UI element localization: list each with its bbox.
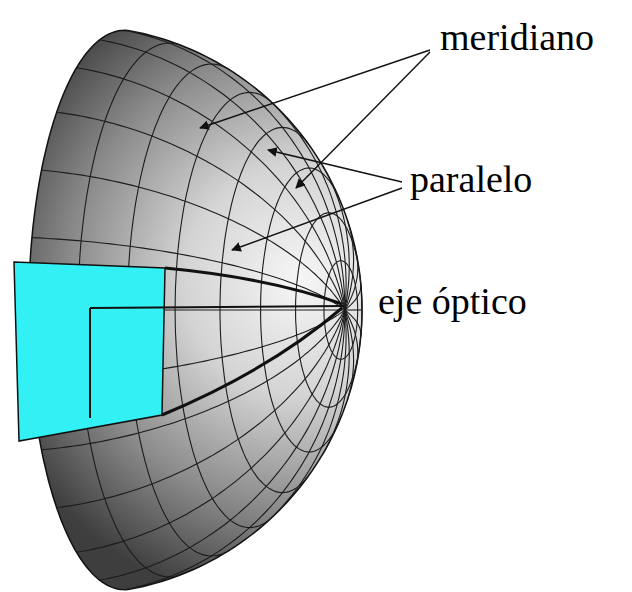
part-label: meridiano xyxy=(440,16,594,60)
part-label: eje óptico xyxy=(378,280,527,324)
grid-line xyxy=(253,310,346,534)
grid-line xyxy=(345,220,354,310)
grid-line xyxy=(250,92,271,101)
part-label: paralelo xyxy=(410,158,532,202)
leader-lines xyxy=(200,50,430,250)
grid-line xyxy=(345,255,358,310)
grid-line xyxy=(211,64,229,69)
cross-section xyxy=(14,262,344,441)
grid-line xyxy=(309,168,339,198)
grid-line xyxy=(345,285,361,310)
grid-line xyxy=(253,86,346,310)
grid-line xyxy=(345,309,362,310)
